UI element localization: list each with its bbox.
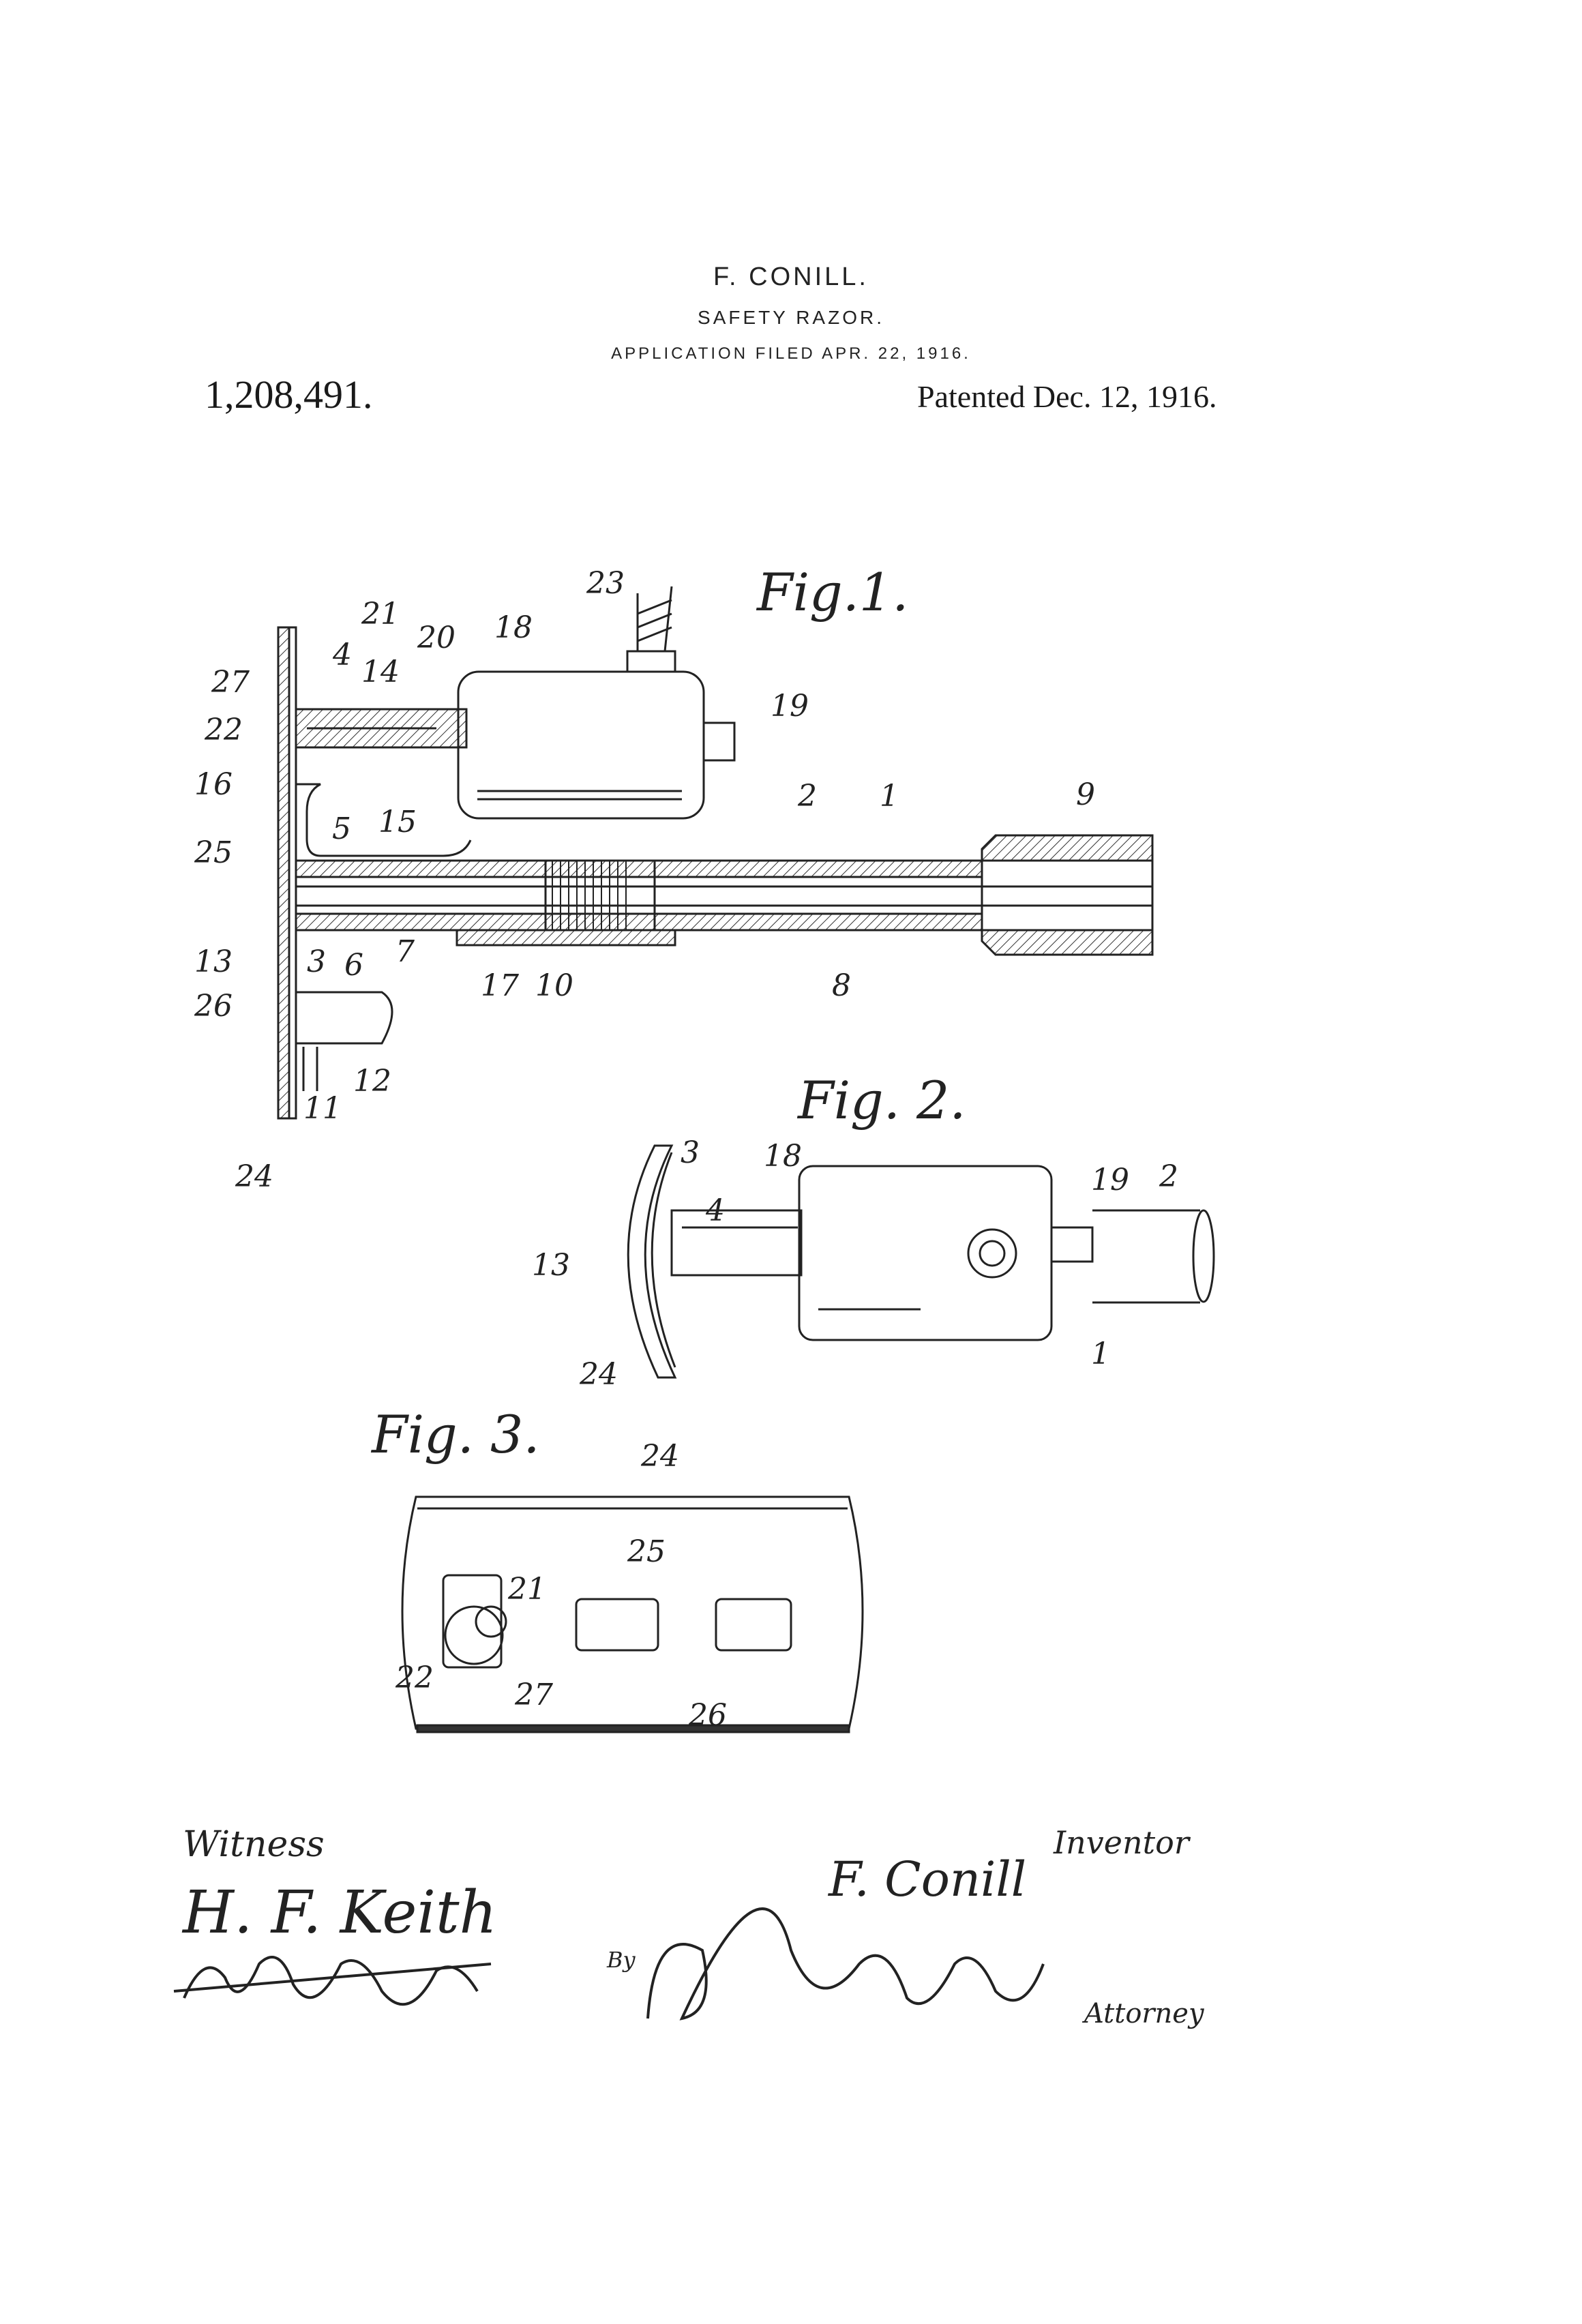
fig1-ref-27: 27 bbox=[211, 665, 250, 700]
figure-1-labels: Fig.1. 1 2 3 4 5 6 7 8 9 10 11 12 13 14 … bbox=[194, 562, 1095, 1194]
fig2-ref-18: 18 bbox=[764, 1139, 802, 1174]
fig2-ref-2: 2 bbox=[1159, 1159, 1178, 1194]
figure-2-labels: Fig. 2. 1 2 3 4 13 18 19 24 bbox=[532, 1070, 1178, 1392]
fig1-ref-20: 20 bbox=[417, 621, 456, 655]
inventor-label: Inventor bbox=[1054, 1824, 1189, 1861]
fig1-ref-13: 13 bbox=[194, 944, 233, 979]
opening-25 bbox=[575, 1598, 659, 1652]
cable-23 bbox=[636, 586, 673, 652]
fig1-ref-14: 14 bbox=[361, 655, 400, 689]
fig1-ref-4: 4 bbox=[332, 638, 352, 672]
figure-3 bbox=[401, 1495, 864, 1733]
fig3-title: Fig. 3. bbox=[370, 1404, 540, 1465]
fig1-ref-22: 22 bbox=[204, 713, 243, 747]
figure-1 bbox=[277, 586, 1154, 1120]
cable-fitting bbox=[626, 650, 676, 673]
opening-26 bbox=[715, 1598, 792, 1652]
fig2-ref-13: 13 bbox=[532, 1248, 570, 1283]
fig1-ref-3: 3 bbox=[307, 944, 326, 979]
fig1-ref-2: 2 bbox=[797, 779, 817, 814]
stud-22 bbox=[444, 1605, 504, 1665]
fig2-ref-19: 19 bbox=[1091, 1163, 1129, 1197]
clamp-18-fig2 bbox=[798, 1165, 1053, 1341]
shank-4-fig2 bbox=[670, 1209, 803, 1277]
screw-19-fig2 bbox=[1050, 1226, 1094, 1263]
fig1-ref-23: 23 bbox=[586, 566, 625, 601]
guard-12 bbox=[296, 991, 393, 1045]
fig1-ref-21: 21 bbox=[361, 597, 400, 631]
attorney-label: Attorney bbox=[1084, 1998, 1204, 2029]
by-label: By bbox=[607, 1947, 636, 1973]
fig2-title: Fig. 2. bbox=[796, 1070, 966, 1131]
screw-19 bbox=[702, 721, 736, 762]
fig1-ref-18: 18 bbox=[494, 610, 533, 645]
fig1-ref-9: 9 bbox=[1076, 777, 1095, 812]
fig3-ref-22: 22 bbox=[395, 1660, 434, 1695]
fig3-ref-21: 21 bbox=[507, 1572, 546, 1607]
clamp-18 bbox=[457, 670, 705, 820]
fig1-ref-19: 19 bbox=[771, 689, 809, 724]
fig1-ref-12: 12 bbox=[353, 1064, 391, 1099]
fig1-ref-16: 16 bbox=[194, 767, 233, 802]
fig2-ref-1: 1 bbox=[1091, 1337, 1110, 1371]
fig2-ref-24: 24 bbox=[579, 1357, 618, 1392]
fig2-ref-3: 3 bbox=[681, 1135, 700, 1170]
guard-plate bbox=[277, 626, 290, 1120]
fig3-ref-27: 27 bbox=[514, 1678, 553, 1712]
fig1-ref-5: 5 bbox=[332, 811, 351, 846]
fig1-ref-15: 15 bbox=[378, 805, 417, 839]
fig1-ref-6: 6 bbox=[344, 948, 363, 983]
patent-number: 1,208,491. bbox=[205, 372, 373, 417]
fig1-ref-26: 26 bbox=[194, 989, 233, 1024]
inventor-name-signature: F. Conill bbox=[829, 1851, 1027, 1907]
inventor-name: F. CONILL. bbox=[713, 263, 869, 291]
slot-27 bbox=[442, 1574, 503, 1669]
fig1-ref-17: 17 bbox=[481, 968, 519, 1003]
application-filed: APPLICATION FILED APR. 22, 1916. bbox=[611, 344, 971, 363]
fig1-ref-7: 7 bbox=[395, 934, 415, 969]
frame-16 bbox=[296, 783, 472, 857]
rivet-21 bbox=[475, 1605, 507, 1638]
fig1-ref-24: 24 bbox=[235, 1159, 273, 1194]
blade-24-fig3 bbox=[401, 1495, 864, 1730]
fig1-title: Fig.1. bbox=[756, 562, 908, 623]
attorney-signature-drawing bbox=[646, 1907, 1045, 2021]
fig3-ref-24: 24 bbox=[640, 1439, 679, 1474]
fig3-ref-26: 26 bbox=[688, 1698, 727, 1733]
figure-2 bbox=[627, 1144, 1215, 1379]
witness-label: Witness bbox=[183, 1824, 325, 1865]
fig3-ref-25: 25 bbox=[627, 1534, 666, 1569]
witness-2-signature-drawing bbox=[173, 1956, 492, 2006]
patent-date: Patented Dec. 12, 1916. bbox=[917, 379, 1217, 414]
fig1-ref-10: 10 bbox=[535, 968, 573, 1003]
fig1-ref-8: 8 bbox=[832, 968, 851, 1003]
sleeve-17 bbox=[456, 929, 676, 947]
fig2-ref-4: 4 bbox=[705, 1193, 725, 1228]
figure-3-labels: Fig. 3. 21 22 24 25 26 27 bbox=[370, 1404, 727, 1733]
fig1-ref-25: 25 bbox=[194, 835, 233, 870]
witness-1-signature: H. F. Keith bbox=[183, 1879, 497, 1947]
blade-curve bbox=[627, 1144, 677, 1379]
fig1-ref-11: 11 bbox=[303, 1091, 342, 1126]
handle-2-fig2 bbox=[1092, 1209, 1200, 1304]
patent-title: SAFETY RAZOR. bbox=[698, 307, 884, 328]
fig1-ref-1: 1 bbox=[880, 779, 899, 814]
